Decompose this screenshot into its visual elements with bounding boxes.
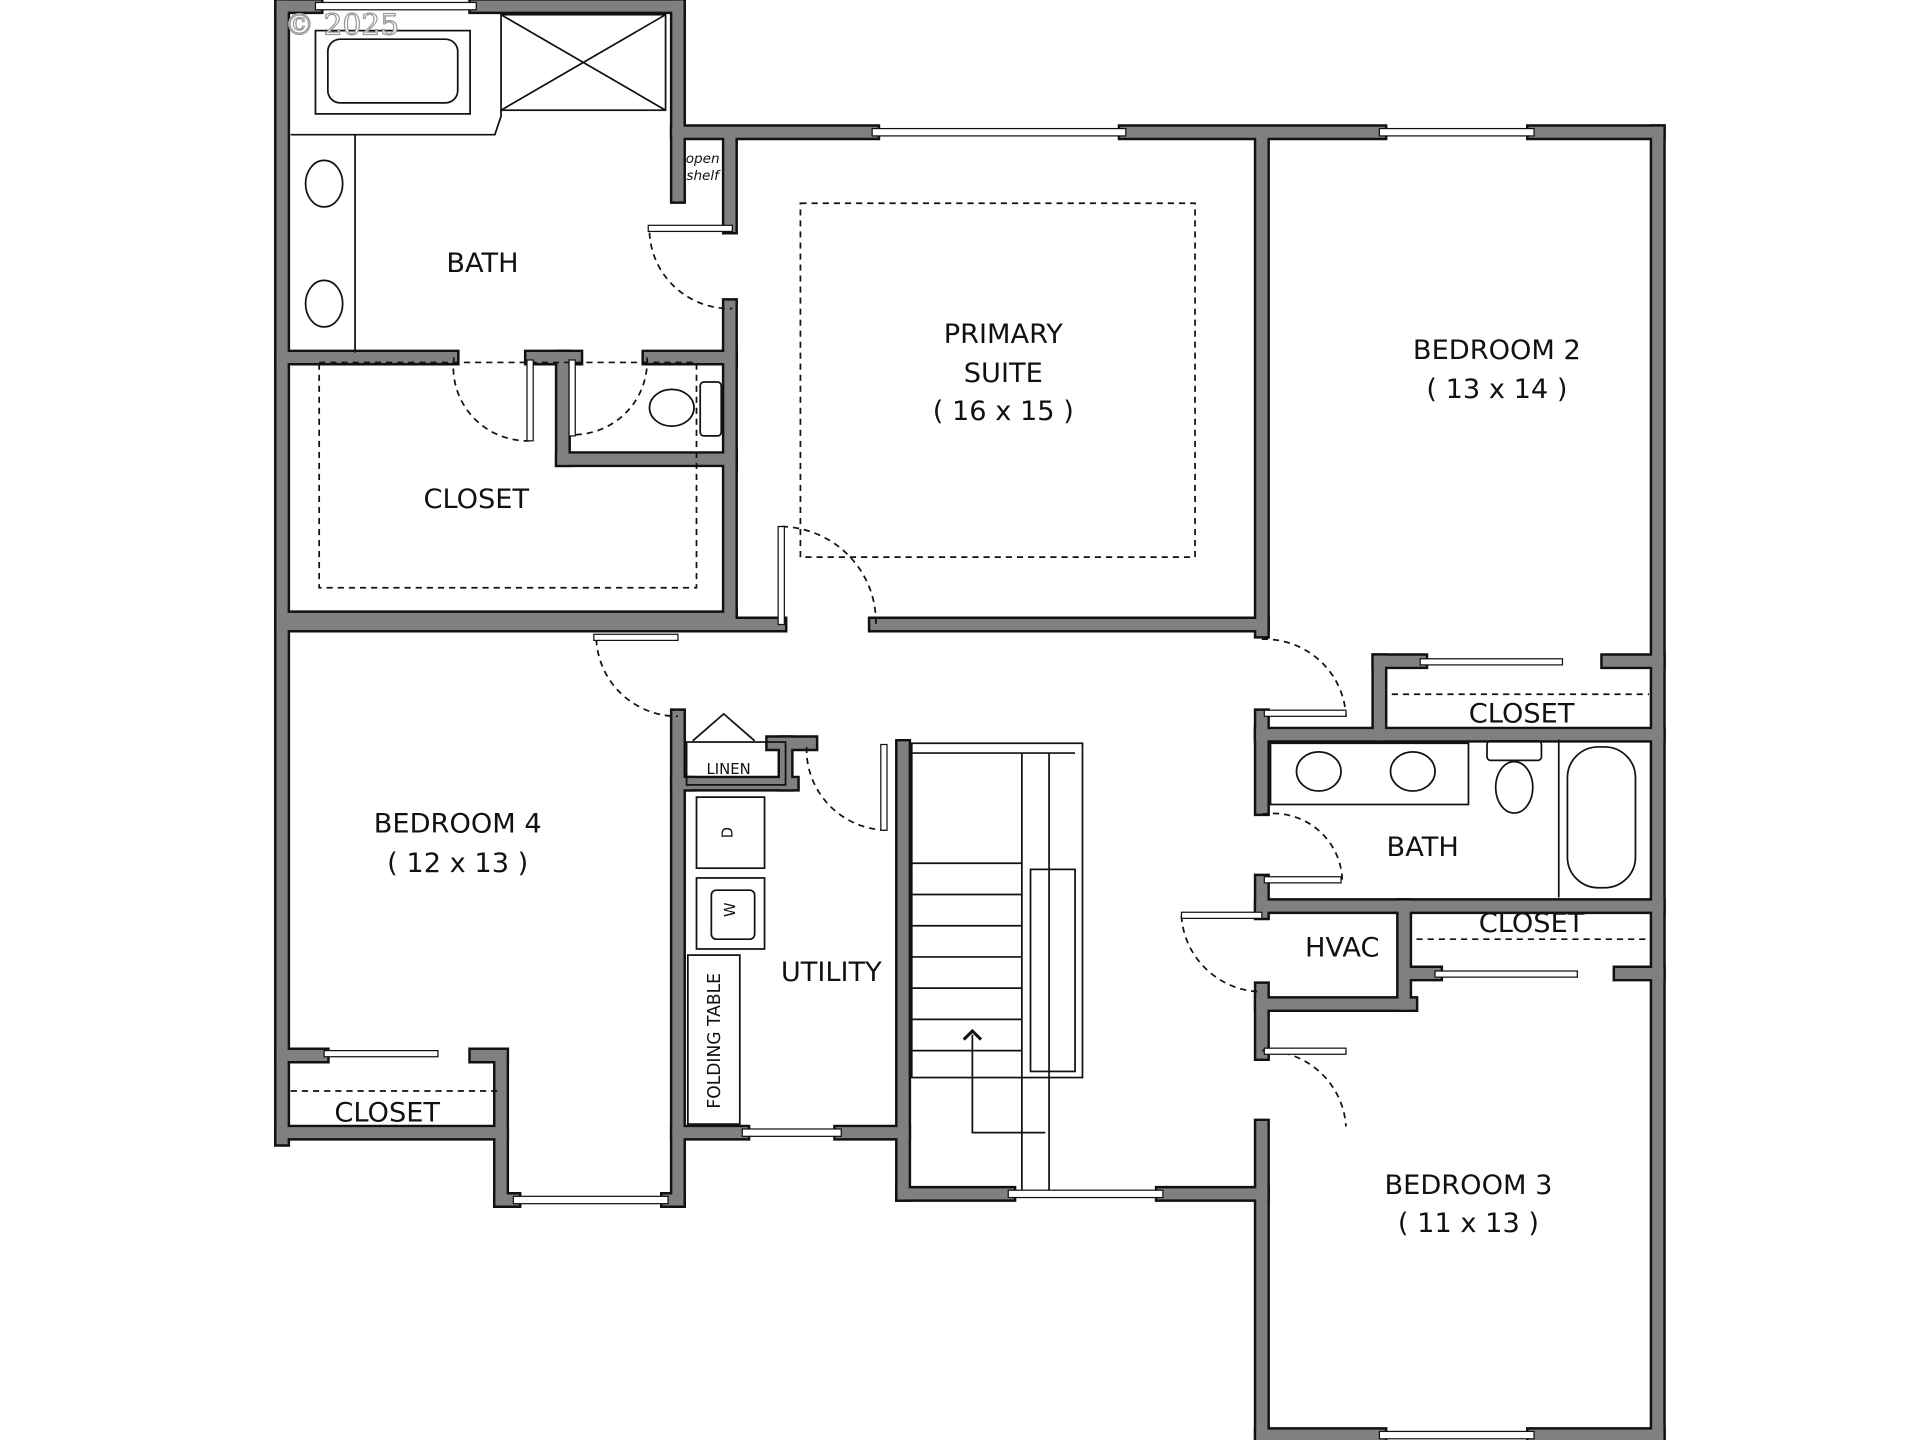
- room-label-hvac: HVAC: [1305, 932, 1379, 963]
- open-shelf-label: shelf: [686, 168, 721, 184]
- folding-table-label: FOLDING TABLE: [705, 973, 725, 1109]
- sink: [304, 279, 344, 328]
- windows: [314, 1, 1535, 1440]
- room-label-bedroom-2: BEDROOM 2: [1413, 335, 1581, 366]
- room-size-bedroom-3: ( 11 x 13 ): [1398, 1208, 1539, 1239]
- room-size-bedroom-4: ( 12 x 13 ): [387, 848, 528, 879]
- room-label-bedroom-2-closet: CLOSET: [1469, 699, 1575, 730]
- shower: [500, 13, 667, 112]
- sink: [1389, 750, 1436, 792]
- room-label-primary-closet: CLOSET: [423, 484, 529, 515]
- hall-bath-fixtures: [290, 693, 1650, 1092]
- bathtub: [1566, 746, 1637, 889]
- staircase: [910, 742, 1084, 1191]
- dryer-label: D: [719, 827, 736, 838]
- room-label-bedroom-4-closet: CLOSET: [334, 1098, 440, 1129]
- sink: [304, 159, 344, 208]
- folding-table: [686, 954, 741, 1125]
- room-label-bedroom-3: BEDROOM 3: [1384, 1170, 1552, 1201]
- stair-direction-arrow: [962, 1028, 983, 1041]
- sink: [1295, 750, 1342, 792]
- room-label-hall-bath: BATH: [1387, 832, 1459, 863]
- room-label-bedroom-4: BEDROOM 4: [374, 809, 542, 840]
- room-size-bedroom-2: ( 13 x 14 ): [1426, 374, 1567, 405]
- room-label-primary-suite: PRIMARY: [944, 319, 1064, 350]
- copyright-watermark: © 2025: [285, 7, 400, 41]
- dryer: [695, 796, 766, 870]
- utility-fixtures: [685, 712, 787, 1125]
- open-shelf-label: open: [686, 151, 720, 167]
- washer: [695, 877, 766, 950]
- room-label-primary-bath: BATH: [446, 248, 518, 279]
- washer-label: W: [722, 902, 739, 917]
- walls: [274, 0, 1666, 1440]
- room-label-utility: UTILITY: [781, 957, 882, 988]
- toilet: [1494, 760, 1534, 814]
- room-label-bedroom-3-closet: CLOSET: [1479, 908, 1585, 939]
- room-size-primary-suite: ( 16 x 15 ): [933, 396, 1074, 427]
- doors: [323, 224, 1578, 1127]
- room-label-linen: LINEN: [707, 761, 751, 778]
- toilet: [648, 388, 695, 427]
- bathtub: [314, 29, 471, 115]
- primary-bath-fixtures: [290, 13, 1196, 589]
- room-label-primary-suite: SUITE: [964, 358, 1043, 389]
